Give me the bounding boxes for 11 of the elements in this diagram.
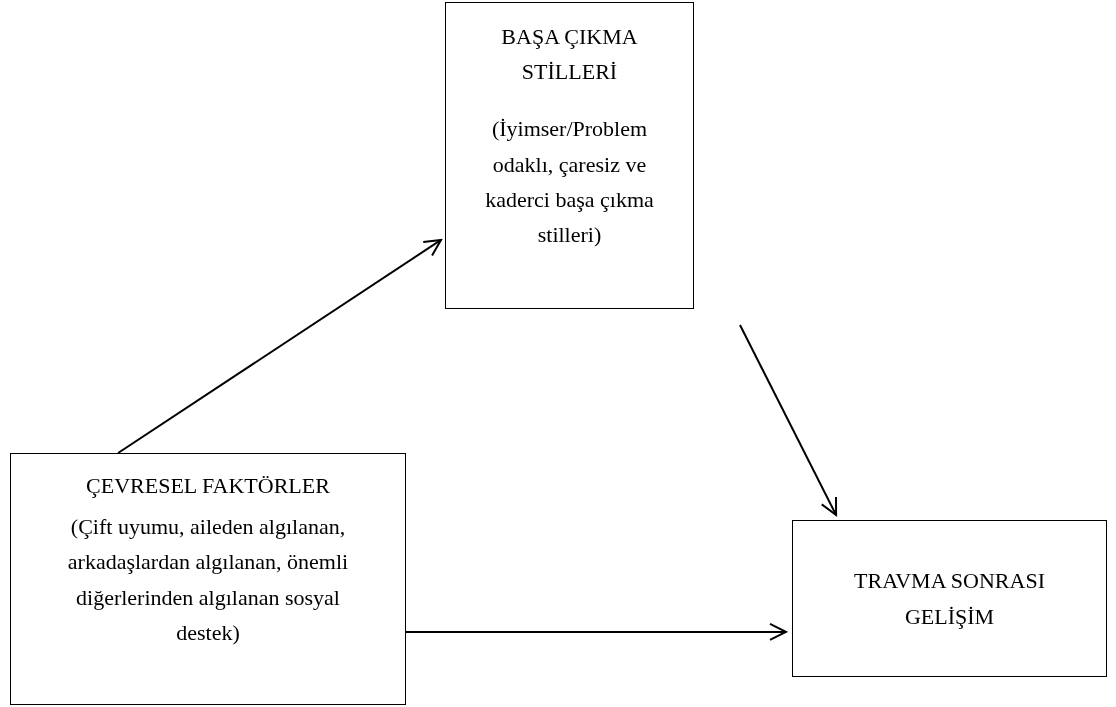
box-heading: ÇEVRESEL FAKTÖRLER	[86, 472, 330, 500]
box-description: (Çift uyumu, aileden algılanan, arkadaşlardan algılanan, önemli diğerlerinden algılanan sosyal destek)	[66, 513, 350, 647]
arrow	[405, 622, 787, 641]
process-box	[10, 453, 406, 705]
process-box	[792, 520, 1107, 677]
box-heading: BAŞA ÇIKMA STİLLERİ	[500, 23, 639, 87]
box-description: (İyimser/Problem odaklı, çaresiz ve kaderci başa çıkma stilleri)	[484, 115, 655, 249]
arrow	[117, 238, 442, 454]
process-box	[445, 2, 694, 309]
arrow	[739, 324, 838, 516]
box-heading: TRAVMA SONRASI GELİŞİM	[853, 567, 1046, 631]
